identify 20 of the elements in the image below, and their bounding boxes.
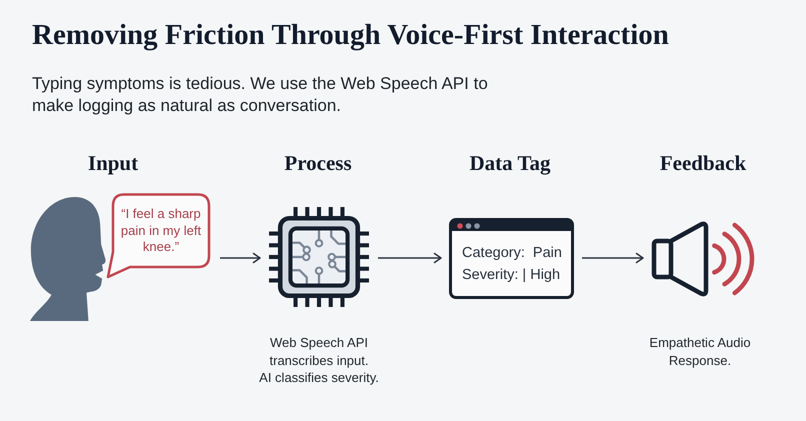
field-text: Severity: | High (462, 266, 560, 285)
speaker-icon (651, 220, 755, 298)
speech-bubble (106, 193, 212, 281)
caption-text: Web Speech API transcribes input. (268, 334, 370, 369)
arrow (582, 252, 644, 264)
title: Removing Friction Through Voice-First Interaction (32, 19, 669, 52)
quote-text: “I feel a sharp pain in my left knee.” (120, 206, 202, 256)
person-silhouette-icon (28, 194, 106, 321)
field-text: Category: Pain (462, 244, 562, 263)
app-window (449, 218, 574, 299)
microchip-icon (268, 206, 370, 308)
column-heading: Data Tag (469, 151, 551, 175)
column-heading: Process (284, 151, 352, 175)
arrow (378, 252, 442, 264)
subtitle: Typing symptoms is tedious. We use the Web Speech API to make logging as natural as conversation. (32, 73, 489, 117)
column-heading: Input (88, 151, 138, 175)
arrow (220, 252, 261, 264)
caption-text: AI classifies severity. (259, 369, 379, 386)
caption-text: Empathetic Audio Response. (648, 334, 752, 369)
column-heading: Feedback (660, 151, 746, 175)
